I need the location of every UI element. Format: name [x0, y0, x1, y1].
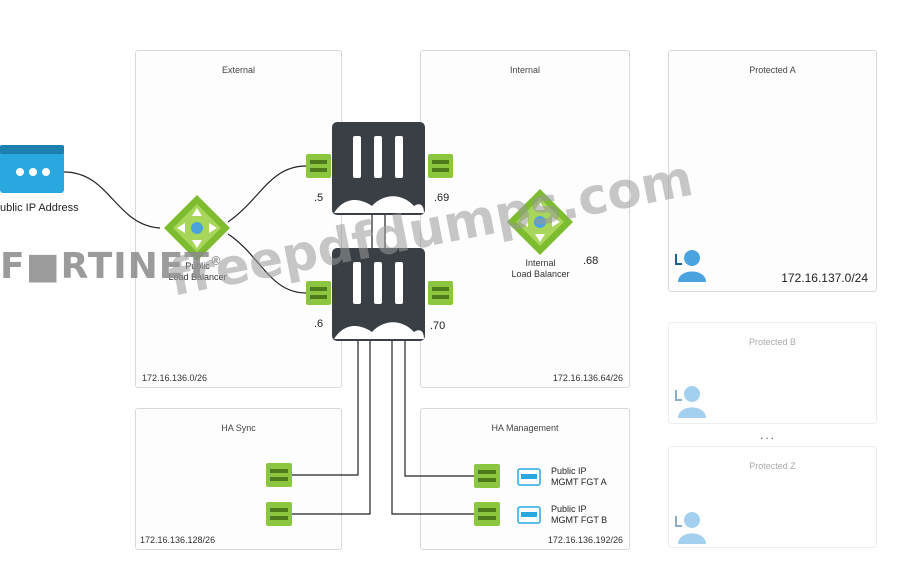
- user-protected-a-icon: [675, 250, 706, 282]
- browser-window-icon: [0, 145, 64, 193]
- zone-subnet: 172.16.136.192/26: [547, 535, 623, 545]
- link-internet-lb: [63, 171, 161, 229]
- zone-protected-b: Protected B: [668, 322, 877, 424]
- zone-title: Internal: [509, 65, 541, 75]
- mgmt-b-server-icon: [517, 506, 541, 524]
- link-ha-sync-a: [292, 341, 359, 476]
- fortigate-a-icon: [332, 122, 425, 215]
- zone-title: Protected B: [748, 337, 797, 347]
- port-int-b-label: .70: [430, 320, 446, 332]
- fortinet-watermark-text: F■RTINET: [0, 246, 210, 287]
- zone-protected-a: Protected A 172.16.137.0/24: [668, 50, 877, 292]
- zone-subnet: 172.16.136.64/26: [552, 373, 623, 383]
- user-protected-b-icon: [675, 386, 706, 418]
- registered-mark: ®: [209, 254, 223, 268]
- link-mgmt-a: [404, 341, 474, 477]
- public-load-balancer-icon: [164, 195, 230, 261]
- zone-title: Protected A: [749, 65, 796, 75]
- internal-load-balancer-icon: [507, 189, 573, 255]
- link-mgmt-b: [391, 341, 474, 515]
- port-ha-sync-a-icon: [266, 463, 292, 487]
- port-ext-a-icon: [306, 154, 331, 178]
- port-ext-b-icon: [306, 281, 331, 305]
- zone-title: HA Sync: [221, 423, 256, 433]
- port-ext-b-label: .6: [314, 318, 324, 330]
- link-lb-port-a: [227, 165, 307, 223]
- zone-title: External: [221, 65, 256, 75]
- port-mgmt-b-icon: [474, 502, 500, 526]
- public-ip-label: ublic IP Address: [0, 202, 79, 214]
- port-int-a-icon: [428, 154, 453, 178]
- zone-ha-sync: HA Sync 172.16.136.128/26: [135, 408, 342, 550]
- zone-subnet: 172.16.137.0/24: [781, 271, 868, 285]
- fortinet-watermark: F■RTINET®: [0, 246, 223, 287]
- port-int-b-icon: [428, 281, 453, 305]
- fortigate-b-icon: [332, 248, 425, 341]
- zone-external: External 172.16.136.0/26: [135, 50, 342, 388]
- mgmt-a-server-icon: [517, 468, 541, 486]
- port-ext-a-label: .5: [314, 192, 324, 204]
- zone-subnet: 172.16.136.0/26: [142, 373, 208, 383]
- port-int-a-label: .69: [434, 192, 450, 204]
- internal-lb-label: Internal Load Balancer: [511, 258, 570, 279]
- link-ha-sync-b: [292, 341, 371, 515]
- ellipsis: ...: [760, 428, 777, 442]
- public-lb-label: Public Load Balancer: [168, 261, 227, 282]
- link-lb-port-b: [227, 233, 307, 294]
- zone-title: Protected Z: [749, 461, 796, 471]
- zone-subnet: 172.16.136.128/26: [140, 535, 216, 545]
- internal-lb-ip-label: .68: [583, 255, 599, 267]
- zone-protected-z: Protected Z: [668, 446, 877, 548]
- mgmt-a-label: Public IP MGMT FGT A: [551, 466, 607, 487]
- port-mgmt-a-icon: [474, 464, 500, 488]
- user-protected-z-icon: [675, 512, 706, 544]
- port-ha-sync-b-icon: [266, 502, 292, 526]
- zone-title: HA Management: [491, 423, 559, 433]
- mgmt-b-label: Public IP MGMT FGT B: [551, 504, 608, 525]
